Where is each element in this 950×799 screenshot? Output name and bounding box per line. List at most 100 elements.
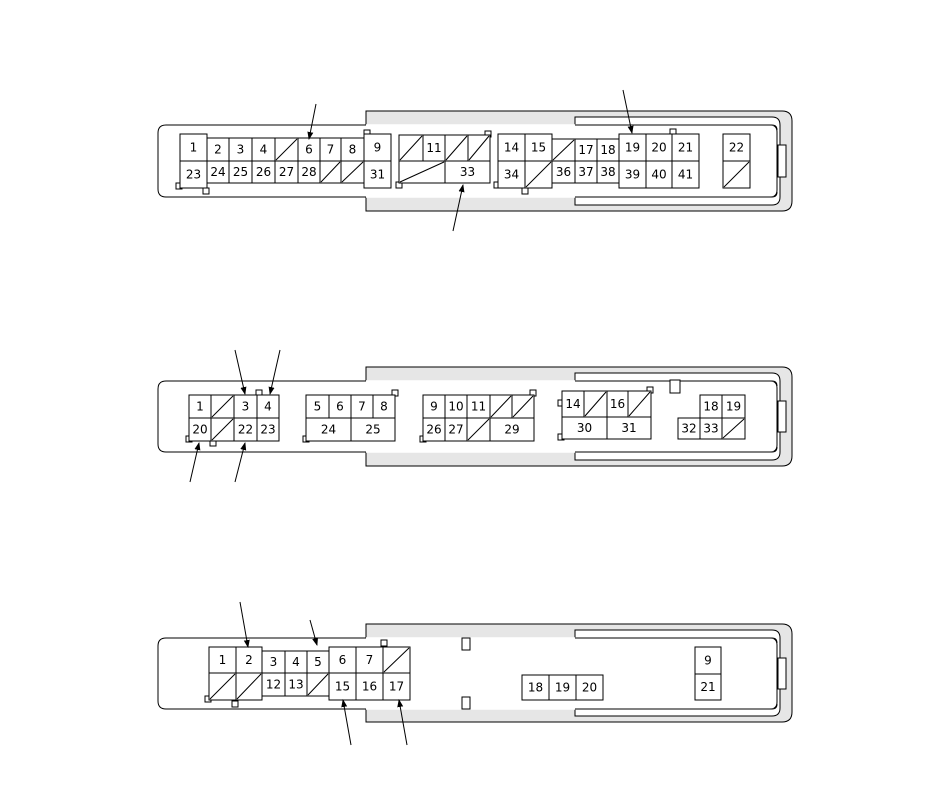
pin-cell: 22 [722,133,751,162]
unused-pin-cell [208,672,237,701]
pin-number: 22 [238,423,253,437]
pin-cell: 18 [596,138,620,162]
pin-cell: 14 [497,133,526,162]
pin-cell: 31 [363,160,392,189]
pin-cell: 9 [363,133,392,162]
pin-cell: 33 [444,160,491,184]
pin-cell: 8 [340,137,365,162]
pin-cell: 4 [256,394,280,419]
pin-number: 23 [260,423,275,437]
pin-number: 18 [703,400,718,414]
pin-number: 17 [389,680,404,694]
pin-number: 10 [448,400,463,414]
pin-number: 31 [621,421,636,435]
pin-number: 9 [704,654,712,668]
pin-cell: 1 [188,394,212,419]
pin-cell: 6 [297,137,321,162]
pin-cell: 40 [645,160,673,189]
pin-cell: 31 [606,416,652,440]
pin-number: 22 [729,141,744,155]
pointer-arrow-33 [452,184,465,232]
unused-pin-cell [722,160,751,189]
lock-tab [521,187,529,195]
unused-pin-cell [721,417,746,440]
pin-number: 1 [196,400,204,414]
pin-cell: 6 [328,646,357,674]
lock-tab [231,700,239,708]
pin-cell: 18 [521,674,550,701]
pin-cell: 1 [208,646,237,674]
unused-pin-cell [382,646,411,674]
pin-number: 18 [528,681,543,695]
guide-tab [461,696,471,710]
pin-number: 20 [582,681,597,695]
pin-number: 6 [305,143,313,157]
pin-cell: 5 [306,650,330,674]
unused-pin-cell [489,394,513,419]
pointer-arrow-2 [239,601,250,648]
pin-number: 38 [600,165,615,179]
pointer-arrow-19 [622,89,634,134]
pin-number: 1 [219,653,227,667]
unused-pin-cell [524,160,553,189]
pin-cell: 19 [721,394,746,419]
pin-number: 40 [651,168,666,182]
pointer-arrow-17 [397,699,408,746]
pin-number: 3 [237,143,245,157]
pin-number: 15 [335,680,350,694]
lock-tab [380,639,388,647]
pin-cell: 27 [444,417,468,442]
pin-number: 24 [321,423,336,437]
pin-number: 24 [210,165,225,179]
pointer-arrow-5 [309,619,319,646]
pin-number: 25 [365,423,380,437]
pin-cell: 14 [561,390,585,418]
pin-number: 7 [358,400,366,414]
unused-pin-cell [627,390,652,418]
pin-number: 7 [366,653,374,667]
pin-cell: 3 [261,650,286,674]
unused-pin-cell [466,417,491,442]
pin-cell: 26 [251,160,276,184]
pointer-arrow-3 [234,349,247,395]
pin-number: 41 [678,168,693,182]
pin-number: 2 [245,653,253,667]
pin-cell: 16 [355,672,384,701]
pin-cell: 9 [422,394,446,419]
pin-cell: 26 [422,417,446,442]
key-notch [669,379,681,394]
pin-number: 25 [233,165,248,179]
pin-cell: 15 [328,672,357,701]
pin-cell: 12 [261,672,286,697]
pin-cell: 7 [319,137,342,162]
pin-number: 8 [380,400,388,414]
pin-number: 3 [270,655,278,669]
pointer-arrow-20 [189,442,201,483]
pin-cell: 37 [574,160,598,184]
unused-pin-cell [210,417,235,442]
unused-pin-cell [511,394,535,419]
pin-cell: 28 [297,160,321,184]
pin-cell: 23 [179,160,208,189]
pin-cell: 11 [466,394,491,419]
pin-number: 9 [430,400,438,414]
guide-tab [461,637,471,651]
pin-number: 16 [362,680,377,694]
unused-pin-cell [319,160,342,184]
pin-number: 13 [288,678,303,692]
latch-notch [777,144,787,178]
pin-number: 14 [565,397,580,411]
pin-number: 12 [266,678,281,692]
pin-cell: 39 [618,160,647,189]
pin-number: 32 [681,422,696,436]
pin-cell: 15 [524,133,553,162]
pin-number: 20 [192,423,207,437]
pin-number: 39 [625,168,640,182]
pin-cell: 3 [228,137,253,162]
pin-cell: 13 [284,672,308,697]
